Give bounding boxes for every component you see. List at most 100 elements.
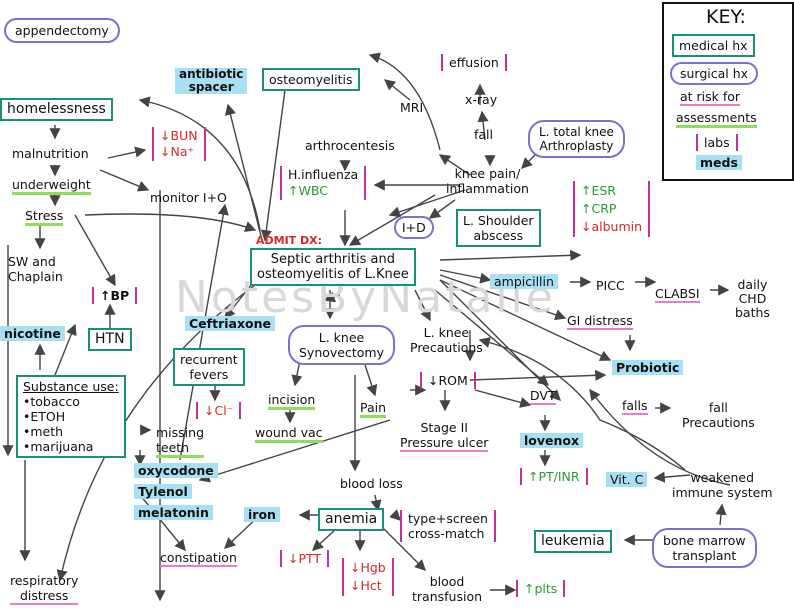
esr-crp-albumin: ↑ESR↑CRP↓albumin (573, 181, 651, 237)
arrow (439, 249, 582, 261)
pt-inr-lab: ↑PT/INR (520, 468, 588, 485)
vitamin-c: Vit. C (606, 472, 648, 487)
anemia: anemia (318, 508, 385, 531)
key-medical: medical hx (672, 34, 755, 57)
arrow (653, 471, 691, 483)
admit-dx-label: ADMIT DX: (256, 234, 323, 247)
knee-pain-inflammation: knee pain/inflammation (446, 166, 529, 196)
ceftriaxone: Ceftriaxone (185, 316, 275, 331)
rom-lab: ↓ROM (420, 372, 476, 389)
key-meds: meds (696, 155, 742, 170)
arrow (138, 96, 261, 231)
arrow (477, 110, 489, 141)
ptt-lab: ↓PTT (280, 550, 330, 567)
dvt: DVT (530, 388, 556, 405)
clabsi: CLABSI (655, 286, 700, 303)
arrow (224, 279, 256, 320)
substance-use: Substance use: •tobacco •ETOH •meth •mar… (16, 375, 126, 458)
appendectomy: appendectomy (4, 18, 120, 43)
malnutrition: malnutrition (12, 146, 89, 161)
arrow (439, 279, 561, 401)
arrow (370, 494, 382, 512)
oxycodone: oxycodone (134, 463, 218, 478)
key-risk: at risk for (680, 89, 741, 106)
constipation: constipation (160, 550, 237, 567)
arrow (323, 291, 341, 303)
arrow (368, 52, 441, 151)
key-assessments: assessments (676, 110, 757, 128)
nicotine: nicotine (0, 326, 65, 341)
xray: x-ray (465, 92, 498, 107)
arrow (439, 279, 612, 361)
arrow (107, 146, 147, 159)
key-labs: labs (696, 134, 738, 151)
wound-vac: wound vac (255, 425, 323, 443)
iron: iron (244, 507, 280, 522)
arrow (589, 388, 731, 486)
underweight: underweight (12, 177, 91, 195)
falls: falls (622, 398, 648, 415)
arrow (74, 214, 116, 287)
blood-loss: blood loss (340, 476, 403, 491)
arrow (54, 323, 77, 376)
fall: fall (474, 127, 494, 142)
key-legend: KEY: medical hx surgical hx at risk for … (662, 2, 794, 181)
key-title: KEY: (706, 6, 746, 28)
arrow (715, 503, 727, 526)
pain: Pain (360, 400, 387, 418)
key-surgical: surgical hx (670, 62, 759, 85)
arrow (84, 213, 257, 232)
mri: MRI (400, 100, 424, 115)
leukemia: leukemia (534, 530, 612, 553)
platelets-lab: ↑plts (516, 580, 566, 597)
tylenol: Tylenol (134, 484, 192, 499)
arrow (428, 199, 456, 219)
ampicillin: ampicillin (490, 274, 558, 289)
lovenox: lovenox (520, 433, 584, 448)
arrow (311, 529, 336, 551)
arrow (364, 364, 378, 397)
bun-na-labs: ↓BUN↓Na⁺ (152, 127, 206, 161)
arrow (439, 269, 492, 284)
arrow (348, 194, 436, 246)
arrow (438, 154, 471, 176)
effusion-lab: effusion (441, 54, 507, 71)
arthrocentesis: arthrocentesis (305, 138, 395, 153)
melatonin: melatonin (134, 505, 213, 520)
picc: PICC (596, 278, 625, 293)
arrow (379, 524, 426, 571)
arrow (383, 79, 411, 101)
hinfluenza-wbc: H.influenza↑WBC (280, 166, 367, 200)
osteomyelitis: osteomyelitis (262, 68, 360, 91)
i-and-d: I+D (394, 216, 434, 239)
arrow (474, 389, 532, 408)
stress: Stress (25, 208, 64, 226)
bp-lab: ↑BP (92, 287, 138, 304)
arrow (478, 336, 686, 471)
arrow (414, 289, 431, 322)
probiotic: Probiotic (612, 360, 684, 375)
arrow (139, 494, 186, 552)
arrow (521, 154, 536, 169)
arrow (260, 89, 286, 242)
htn: HTN (88, 328, 132, 351)
arrow (224, 103, 263, 241)
arrow (389, 509, 401, 521)
chloride-lab: ↓Cl⁻ (196, 402, 242, 419)
